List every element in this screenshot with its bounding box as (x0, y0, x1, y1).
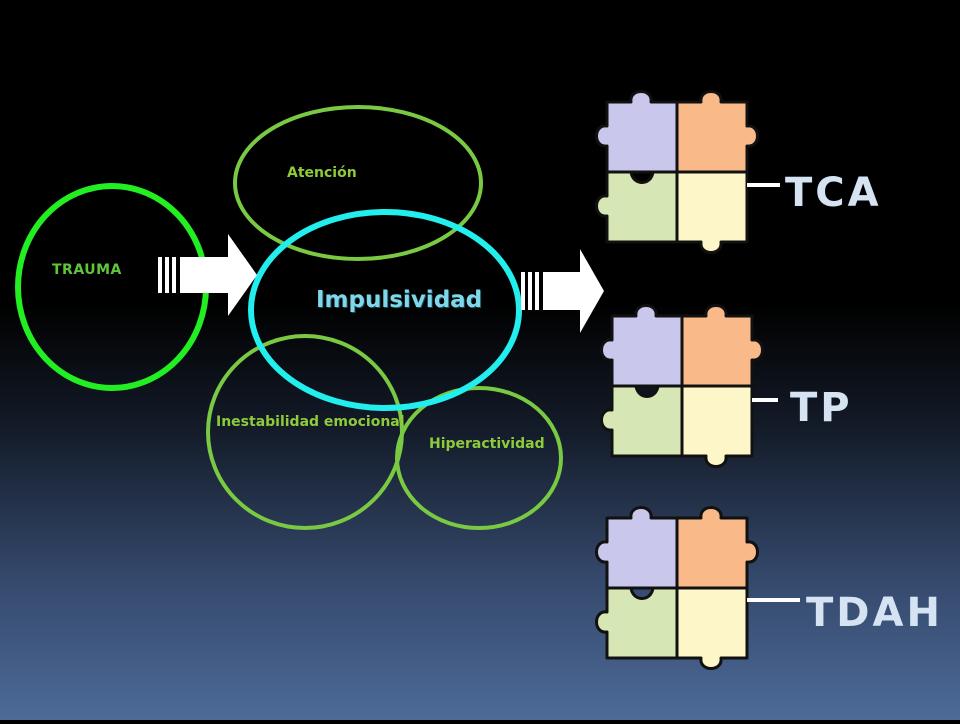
label-impulsividad: Impulsividad (316, 287, 483, 313)
outcome-tdah: TDAH (806, 590, 943, 636)
puzzle-icon-tp (602, 306, 778, 467)
label-hiperactividad: Hiperactividad (429, 436, 545, 452)
hiperactividad-ring (395, 386, 563, 530)
inestabilidad-ring (206, 334, 404, 530)
trauma-ring (15, 183, 209, 391)
puzzle-icon-tdah (597, 508, 800, 669)
label-atencion: Atención (287, 165, 357, 181)
label-trauma: TRAUMA (52, 262, 122, 278)
impulsividad-ring (248, 209, 522, 411)
outcome-tp: TP (790, 385, 853, 431)
arrow-impulsividad-to-outcomes (521, 249, 604, 333)
atencion-ring (233, 105, 483, 261)
label-inestabilidad-emocional: Inestabilidad emocional (216, 414, 405, 430)
outcome-tca: TCA (785, 170, 882, 216)
arrow-trauma-to-impulsividad (158, 234, 257, 316)
puzzle-icon-tca (597, 92, 780, 253)
